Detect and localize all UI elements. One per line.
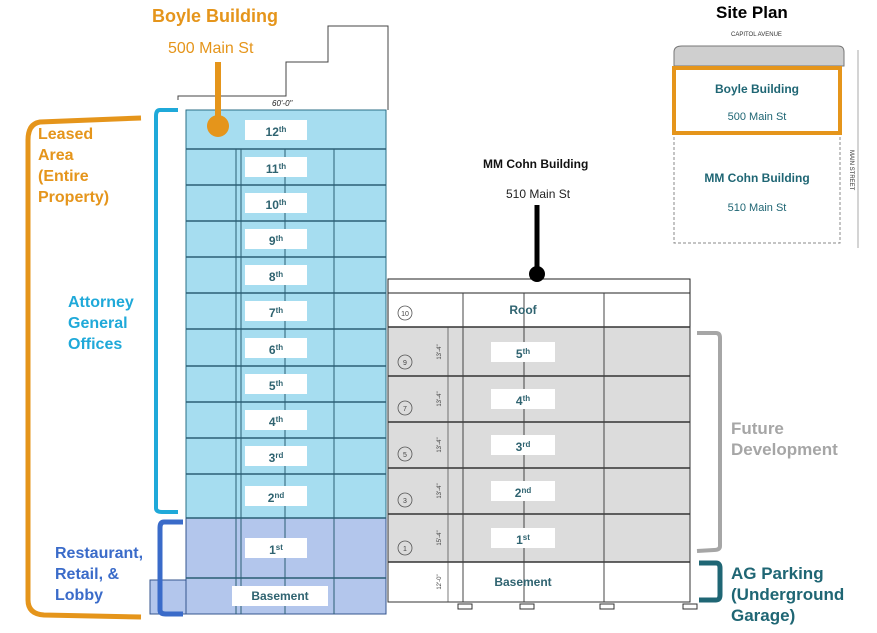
site-plan-sidewalk (673, 45, 845, 67)
cohn-building-title: MM Cohn Building (483, 157, 589, 171)
site-plan-boyle-name: Boyle Building (715, 82, 799, 96)
floor-height-dimension: 13'-4" (437, 437, 443, 452)
boyle-leader-dot (207, 115, 229, 137)
ag-offices-label: Attorney General Offices (68, 294, 134, 353)
grid-bubble (397, 400, 413, 416)
cohn-floor-label: 2nd (491, 481, 555, 501)
boyle-penthouse-outline (177, 25, 389, 110)
site-plan-street-top: CAPITOL AVENUE (731, 32, 782, 38)
site-plan-boyle-highlight (672, 66, 842, 135)
grid-bubble-number: 9 (403, 360, 407, 367)
boyle-floor-label: 8th (245, 265, 307, 285)
grid-bubble-number: 1 (403, 546, 407, 553)
boyle-floor-label: 10th (245, 193, 307, 213)
boyle-floor-grid (186, 148, 386, 614)
site-plan-title: Site Plan (716, 3, 788, 22)
cohn-leader-dot (529, 266, 545, 282)
grid-bubble (397, 305, 413, 321)
site-plan-street-side: MAIN STREET (848, 150, 854, 191)
boyle-floor-label: 5th (245, 374, 307, 394)
cohn-basement-level (387, 561, 691, 603)
retail-bracket (157, 519, 183, 617)
boyle-floor-label: 12th (245, 120, 307, 140)
retail-lobby-label: Restaurant, Retail, & Lobby (55, 545, 144, 604)
cohn-floor-label: 1st (491, 528, 555, 548)
ag-offices-bracket (154, 108, 178, 514)
grid-bubble (397, 492, 413, 508)
floor-height-dimension: 13'-4" (437, 391, 443, 406)
future-dev-bracket (696, 331, 722, 553)
floor-height-dimension: 12'-0" (437, 574, 443, 589)
boyle-floor-label: 4th (245, 410, 307, 430)
boyle-building-title: Boyle Building (152, 6, 278, 26)
grid-bubble-number: 5 (403, 452, 407, 459)
boyle-floor-label: 9th (245, 229, 307, 249)
floor-height-dimension: 15'-4" (437, 530, 443, 545)
footing (599, 603, 615, 610)
boyle-floor-label: Basement (232, 586, 328, 606)
cohn-floor-label: 3rd (491, 435, 555, 455)
grid-bubble (397, 354, 413, 370)
site-plan-cohn-lot (673, 132, 841, 244)
boyle-floor-label: 3rd (245, 446, 307, 466)
boyle-floor-label: 2nd (245, 486, 307, 506)
leased-area-bracket (25, 115, 142, 620)
boyle-building-address: 500 Main St (168, 40, 254, 57)
floor-height-dimension: 13'-4" (437, 483, 443, 498)
site-plan-cohn-address: 510 Main St (727, 202, 787, 214)
boyle-floor-label: 1st (245, 538, 307, 558)
grid-bubble (397, 446, 413, 462)
boyle-basement-extension (149, 579, 187, 615)
boyle-width-dimension: 60'-0" (272, 99, 293, 108)
future-development-label: Future Development (731, 419, 838, 459)
cohn-floor-label: Roof (509, 303, 537, 317)
grid-bubble-number: 10 (401, 311, 409, 318)
ag-parking-label: AG Parking (Underground Garage) (731, 564, 845, 625)
cohn-floor-label: Basement (494, 575, 552, 589)
cohn-floor-label: 5th (491, 342, 555, 362)
cohn-floor-grid: 10 9 13'-4" 7 13'-4" 5 13'-4" 3 13'-4" 1 15'-4" 12'… (388, 293, 698, 610)
cohn-building-address: 510 Main St (506, 187, 571, 201)
footing (457, 603, 473, 610)
leased-area-label: Leased Area (Entire Property) (38, 126, 110, 206)
site-plan-cohn-name: MM Cohn Building (704, 171, 810, 185)
cohn-roof-level (387, 292, 691, 328)
grid-bubble (397, 540, 413, 556)
boyle-floor-label: 11th (245, 157, 307, 177)
grid-bubble-number: 3 (403, 498, 407, 505)
boyle-floor-label: 7th (245, 301, 307, 321)
grid-bubble-number: 7 (403, 406, 407, 413)
cohn-floor-label: 4th (491, 389, 555, 409)
footing (682, 603, 698, 610)
footing (519, 603, 535, 610)
parking-bracket (699, 560, 723, 603)
site-plan-boyle-address: 500 Main St (727, 111, 787, 123)
boyle-floor-label: 6th (245, 338, 307, 358)
floor-height-dimension: 13'-4" (437, 344, 443, 359)
